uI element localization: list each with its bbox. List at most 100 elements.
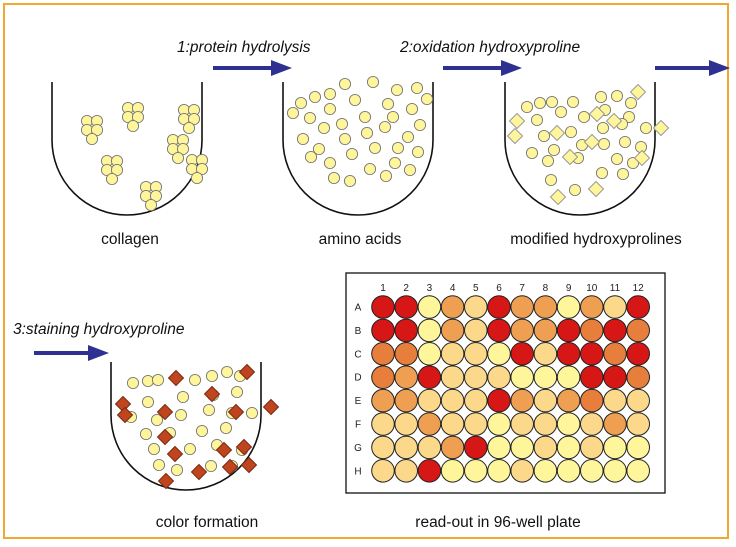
modified-bead xyxy=(530,113,544,127)
plate-well xyxy=(417,365,442,390)
amino-acid-bead xyxy=(381,97,395,111)
plate-well xyxy=(464,412,488,436)
modified-hydroxyproline-diamond xyxy=(629,83,647,101)
amino-acid-bead xyxy=(312,142,326,156)
modified-bead xyxy=(533,96,547,110)
plate-well xyxy=(556,412,581,436)
plate-well xyxy=(371,318,395,343)
plate-well xyxy=(394,459,419,483)
plate-well xyxy=(533,365,558,390)
plate-well xyxy=(464,459,488,483)
amino-acid-bead xyxy=(296,132,310,146)
amino-acid-bead xyxy=(338,77,352,91)
plate-well xyxy=(533,342,558,366)
plate-well xyxy=(440,365,465,390)
label-color-formation: color formation xyxy=(156,514,259,531)
plate-well xyxy=(464,435,488,460)
plate-well xyxy=(626,318,651,343)
arrow-step-2 xyxy=(443,60,522,76)
plate-well xyxy=(487,342,511,366)
collagen-bead xyxy=(126,119,140,133)
stained-hydroxyproline-diamond xyxy=(262,398,280,416)
plate-well xyxy=(394,365,419,390)
plate-well xyxy=(626,412,651,436)
plate-well xyxy=(556,342,581,366)
plate-well xyxy=(510,342,535,366)
amino-acid-bead xyxy=(420,92,434,106)
plate-well xyxy=(626,342,651,366)
plate-well xyxy=(580,295,604,319)
amino-acid-bead xyxy=(378,120,392,134)
plate-well xyxy=(626,459,651,483)
plate-well xyxy=(440,318,465,343)
amino-acid-bead xyxy=(304,150,318,164)
plate-column-label: 8 xyxy=(543,283,549,294)
color-bead xyxy=(176,390,190,404)
stained-hydroxyproline-diamond xyxy=(116,406,134,424)
modified-bead xyxy=(566,95,580,109)
color-bead xyxy=(188,373,202,387)
plate-well xyxy=(417,435,442,460)
plate-column-label: 9 xyxy=(566,283,572,294)
modified-hydroxyproline-diamond xyxy=(652,119,670,137)
modified-hydroxyproline-diamond xyxy=(587,180,605,198)
modified-bead xyxy=(545,95,559,109)
plate-well xyxy=(510,365,535,390)
amino-acid-bead xyxy=(335,117,349,131)
modified-bead xyxy=(639,121,653,135)
plate-well xyxy=(394,295,419,319)
plate-well xyxy=(417,459,442,483)
collagen-bead xyxy=(105,172,119,186)
color-bead xyxy=(152,458,166,472)
color-bead xyxy=(195,424,209,438)
label-amino-acids: amino acids xyxy=(319,231,402,248)
step-1-label: 1:protein hydrolysis xyxy=(177,39,311,56)
color-bead xyxy=(174,408,188,422)
modified-bead xyxy=(610,152,624,166)
plate-well xyxy=(440,459,465,483)
color-bead xyxy=(139,427,153,441)
plate-well xyxy=(533,412,558,436)
color-bead xyxy=(220,365,234,379)
plate-well xyxy=(440,342,465,366)
plate-column-label: 6 xyxy=(496,283,502,294)
collagen-bead xyxy=(144,198,158,212)
plate-well xyxy=(440,388,465,413)
plate-well xyxy=(440,412,465,436)
plate-well xyxy=(580,342,604,366)
amino-acid-bead xyxy=(338,132,352,146)
collagen-bead xyxy=(171,151,185,165)
plate-well xyxy=(394,318,419,343)
modified-bead xyxy=(610,89,624,103)
plate-well xyxy=(487,318,511,343)
plate-well xyxy=(417,342,442,366)
plate-well xyxy=(464,342,488,366)
plate-row-label: F xyxy=(355,420,361,431)
plate-well xyxy=(580,412,604,436)
plate-well xyxy=(603,459,627,483)
modified-hydroxyproline-diamond xyxy=(548,124,566,142)
plate-well xyxy=(533,435,558,460)
plate-well xyxy=(580,435,604,460)
color-bead xyxy=(150,413,164,427)
plate-well xyxy=(487,365,511,390)
plate-column-label: 1 xyxy=(380,283,386,294)
plate-well xyxy=(626,295,651,319)
modified-hydroxyproline-diamond xyxy=(549,188,567,206)
modified-hydroxyproline-diamond xyxy=(561,148,579,166)
amino-acid-bead xyxy=(323,102,337,116)
plate-column-label: 3 xyxy=(427,283,433,294)
plate-well xyxy=(556,365,581,390)
amino-acid-bead xyxy=(413,118,427,132)
amino-acid-bead xyxy=(403,163,417,177)
plate-well xyxy=(510,318,535,343)
plate-well xyxy=(603,435,627,460)
arrow-step-1 xyxy=(213,60,292,76)
plate-column-label: 7 xyxy=(519,283,525,294)
amino-acid-bead xyxy=(405,102,419,116)
modified-bead xyxy=(547,143,561,157)
plate-well xyxy=(394,435,419,460)
plate-well xyxy=(371,412,395,436)
plate-well xyxy=(394,388,419,413)
modified-hydroxyproline-diamond xyxy=(583,133,601,151)
